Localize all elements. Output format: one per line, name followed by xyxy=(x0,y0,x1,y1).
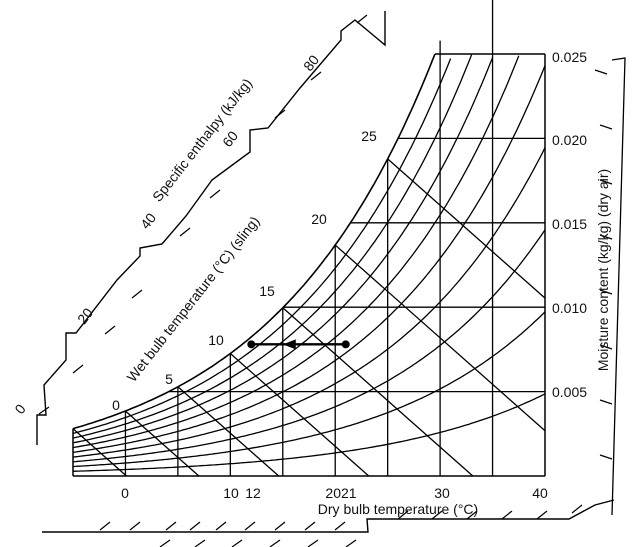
wet-bulb-tick-label: 15 xyxy=(259,283,275,299)
x-tick-label: 0 xyxy=(121,485,129,501)
right-scale-tick xyxy=(599,399,613,405)
relative-humidity-curves xyxy=(72,53,546,472)
wet-bulb-line xyxy=(282,307,474,477)
x-axis-label: Dry bulb temperature (°C) xyxy=(318,501,478,517)
process-arrow-head xyxy=(282,339,296,350)
enthalpy-tick-label: 0 xyxy=(11,401,29,417)
bottom-scale-tick xyxy=(571,504,583,514)
right-scale-tick xyxy=(599,344,613,350)
bottom-scale-tick xyxy=(244,521,256,531)
enthalpy-tick-label: 20 xyxy=(74,305,96,327)
wet-bulb-tick-label: 20 xyxy=(311,211,327,227)
wet-bulb-tick-label: 5 xyxy=(165,371,173,387)
bottom-scale-tick xyxy=(269,539,281,547)
wet-bulb-tick-label: 0 xyxy=(112,397,120,413)
enthalpy-tick-label: 80 xyxy=(300,52,322,74)
chart-frame xyxy=(72,53,546,477)
enthalpy-scale-tick xyxy=(104,325,116,335)
x-tick-label: 10 xyxy=(223,485,239,501)
wet-bulb-line xyxy=(387,158,546,299)
enthalpy-scale xyxy=(36,11,386,445)
right-scale-tick xyxy=(594,69,608,75)
y-tick-label: 0.015 xyxy=(552,216,587,232)
wet-bulb-axis-label: Wet bulb temperature (°C) (sling) xyxy=(124,213,263,385)
moisture-gridlines xyxy=(168,137,545,393)
bottom-scale-tick xyxy=(466,510,478,520)
bottom-scale-tick xyxy=(165,521,177,531)
y-tick-label: 0.025 xyxy=(552,49,587,65)
process-line xyxy=(247,339,350,350)
x-tick-label: 40 xyxy=(532,485,548,501)
right-scale-tick xyxy=(599,234,613,240)
enthalpy-tick-label: 60 xyxy=(219,128,241,150)
dry-bulb-gridlines xyxy=(124,0,494,476)
bottom-scale-tick xyxy=(189,521,201,531)
enthalpy-scale-tick xyxy=(131,289,143,299)
right-scale-tick xyxy=(599,124,613,130)
process-end-point xyxy=(247,340,256,349)
wet-bulb-line xyxy=(177,386,280,477)
right-scale-tick xyxy=(599,179,613,185)
bottom-scale-tick xyxy=(501,510,513,520)
saturation-curve xyxy=(72,53,436,430)
bottom-scale-tick xyxy=(345,539,357,547)
bottom-scale-tick xyxy=(129,521,141,531)
bottom-scale xyxy=(42,499,615,547)
rh-curve xyxy=(72,147,546,458)
y-tick-label: 0.010 xyxy=(552,300,587,316)
wet-bulb-tick-label: 10 xyxy=(208,332,224,348)
bottom-scale-tick xyxy=(231,539,243,547)
right-scale-tick xyxy=(599,289,613,295)
rh-curve xyxy=(72,393,546,472)
wet-bulb-line xyxy=(125,410,200,477)
x-tick-label: 2021 xyxy=(325,485,356,501)
y-axis-label: Moisture content (kg/kg) (dry air) xyxy=(595,169,611,371)
enthalpy-scale-tick xyxy=(179,227,191,237)
bottom-scale-tick xyxy=(431,510,443,520)
bottom-scale-line xyxy=(42,499,615,533)
x-tick-label: 30 xyxy=(434,485,450,501)
y-tick-label: 0.020 xyxy=(552,132,587,148)
enthalpy-scale-tick xyxy=(274,109,286,119)
bottom-scale-tick xyxy=(397,510,409,520)
wet-bulb-line xyxy=(334,244,546,432)
y-tick-label: 0.005 xyxy=(552,384,587,400)
bottom-scale-tick xyxy=(334,521,346,531)
bottom-scale-tick xyxy=(99,521,111,531)
enthalpy-tick-label: 40 xyxy=(137,210,159,232)
rh-curve xyxy=(72,55,520,449)
enthalpy-scale-tick xyxy=(38,406,50,415)
wet-bulb-line xyxy=(229,353,370,477)
wet-bulb-line xyxy=(72,428,127,477)
rh-curve xyxy=(72,311,546,468)
right-scale xyxy=(594,57,626,516)
rh-curve xyxy=(72,65,546,453)
enthalpy-scale-tick xyxy=(209,189,221,199)
bottom-scale-tick xyxy=(536,510,548,520)
process-start-point xyxy=(341,340,350,349)
enthalpy-scale-line xyxy=(36,11,386,445)
bottom-scale-tick xyxy=(159,539,171,547)
rh-curve xyxy=(72,54,473,439)
enthalpy-scale-tick xyxy=(310,71,322,81)
wet-bulb-lines xyxy=(72,158,546,477)
rh-curve xyxy=(72,229,546,463)
enthalpy-scale-tick xyxy=(72,364,84,374)
x-tick-label: 12 xyxy=(245,485,261,501)
right-scale-line xyxy=(611,57,626,516)
wet-bulb-tick-label: 25 xyxy=(361,128,377,144)
right-scale-tick xyxy=(599,454,613,460)
enthalpy-scale-tick xyxy=(356,14,368,24)
bottom-scale-tick xyxy=(274,521,286,531)
bottom-scale-tick xyxy=(304,521,316,531)
bottom-scale-tick xyxy=(194,539,206,547)
bottom-scale-tick xyxy=(307,539,319,547)
bottom-scale-tick xyxy=(215,521,227,531)
